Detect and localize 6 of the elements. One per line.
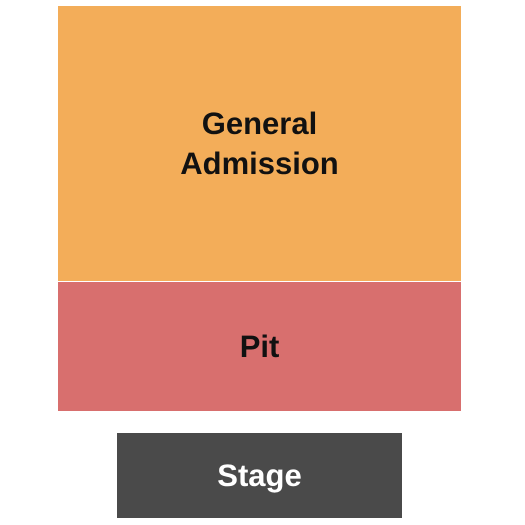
general-admission-section xyxy=(58,6,461,281)
section-label: Stage xyxy=(217,456,302,495)
section-label: General Admission xyxy=(179,104,340,182)
stage-block xyxy=(117,433,402,518)
section-label: Pit xyxy=(240,328,280,366)
pit-section xyxy=(58,282,461,411)
